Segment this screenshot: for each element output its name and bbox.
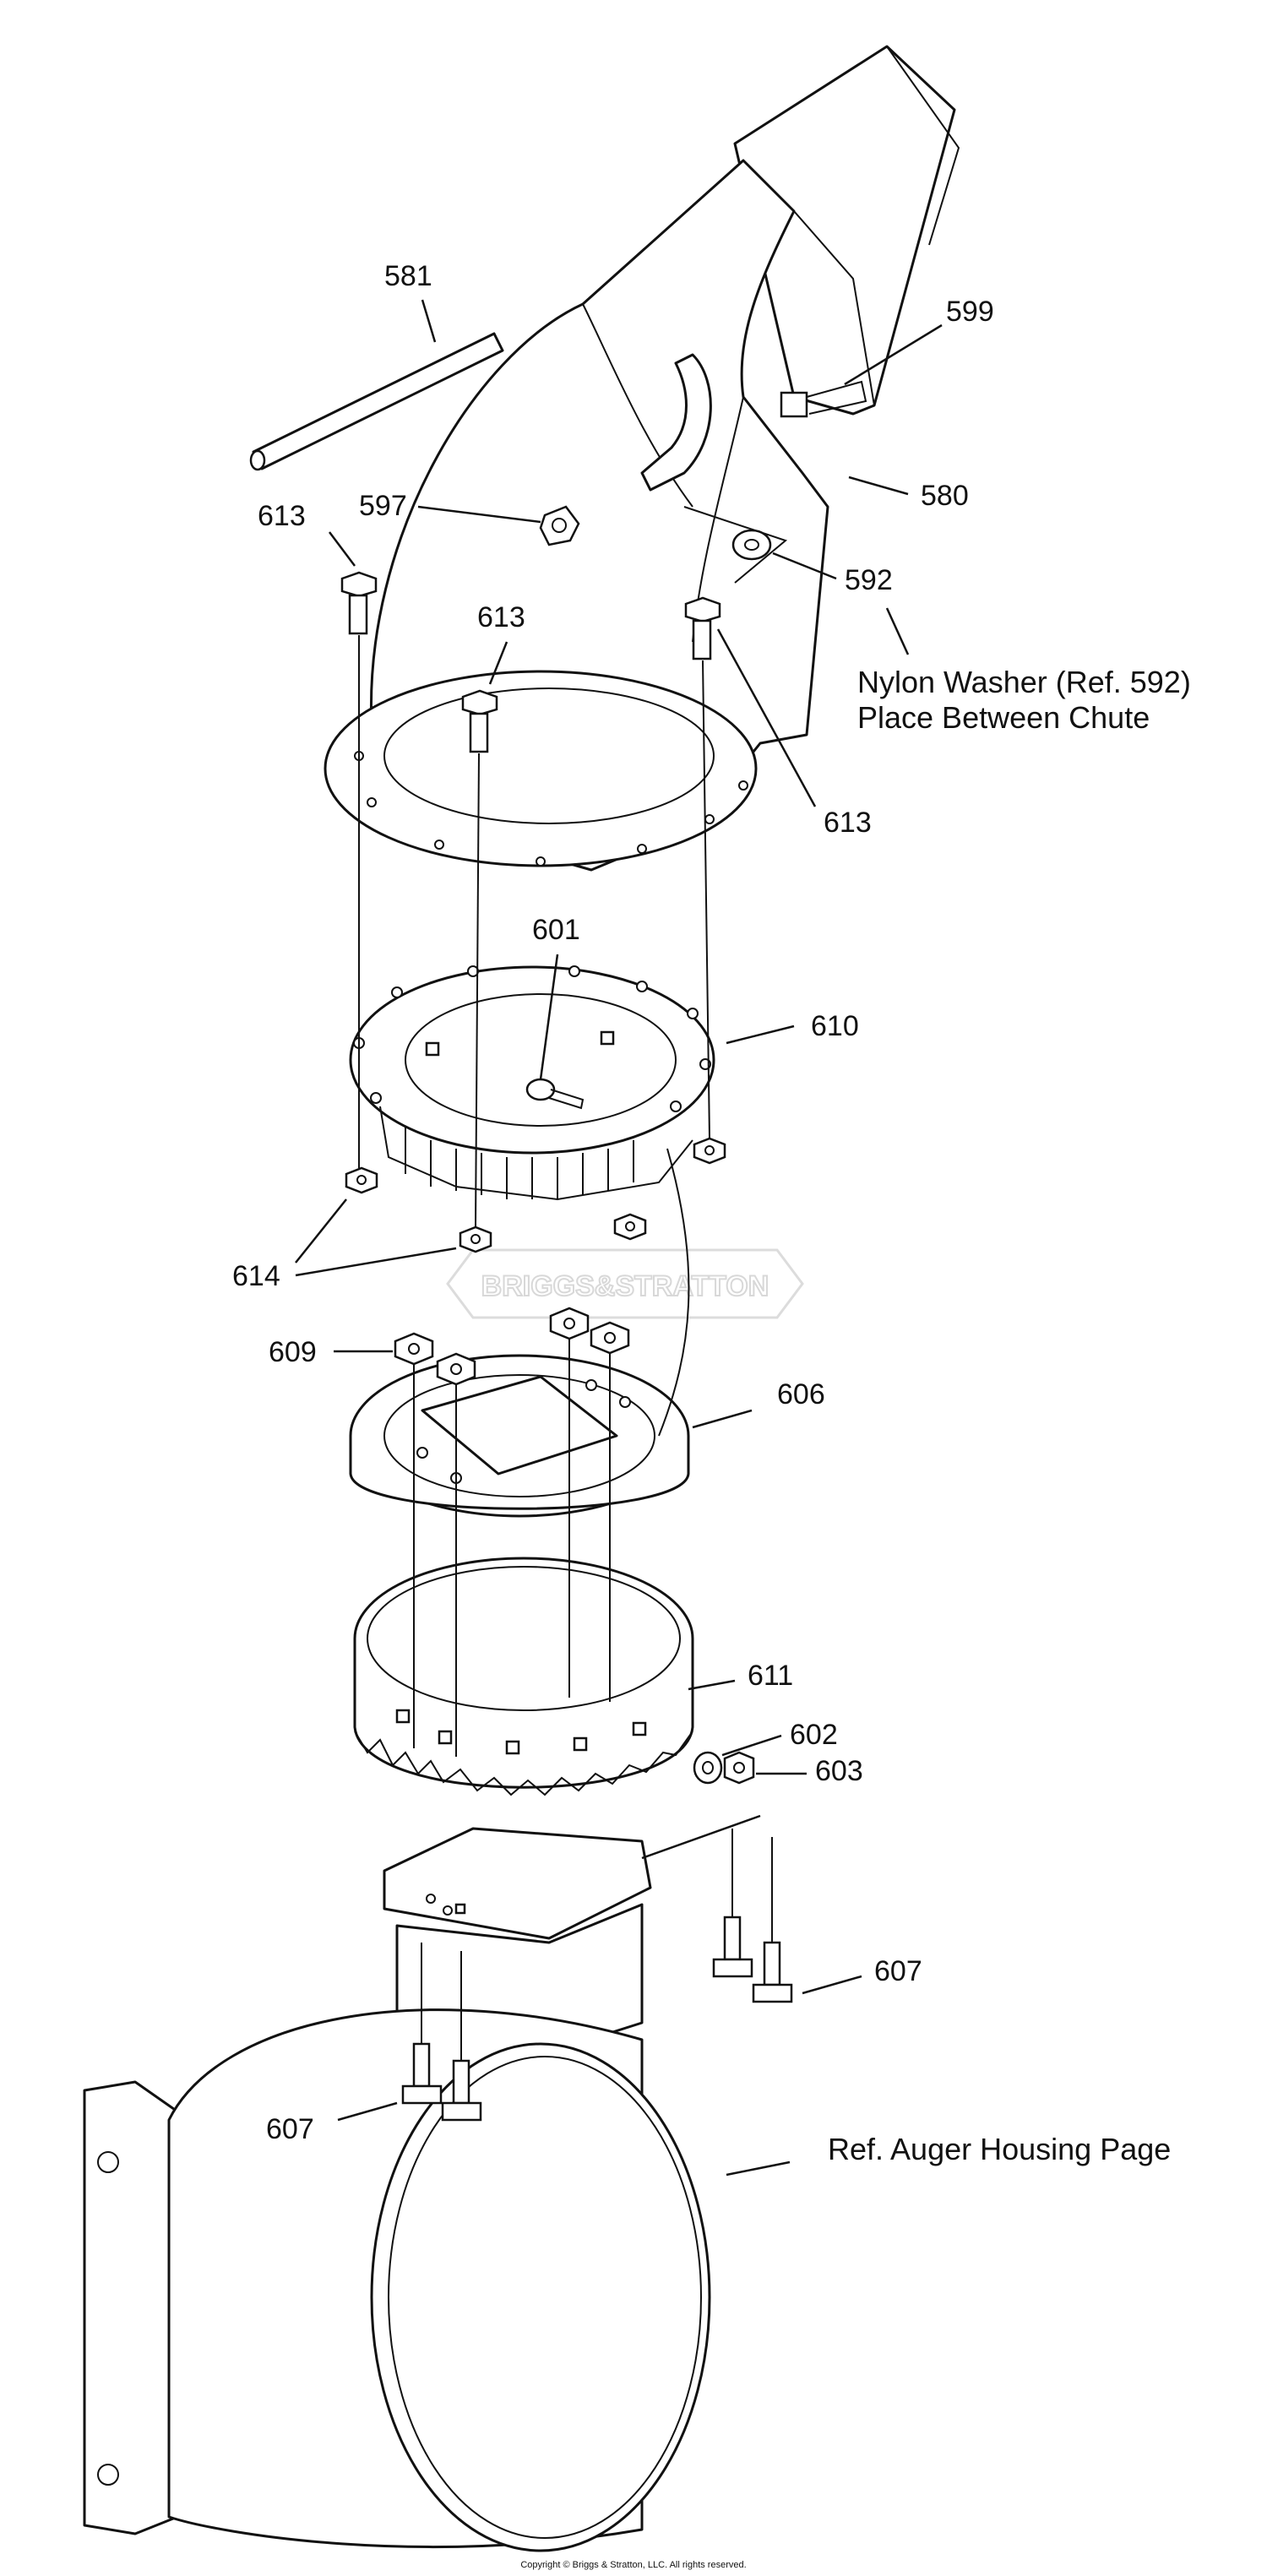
control-rod xyxy=(249,332,504,471)
label-610: 610 xyxy=(811,1010,859,1042)
label-613-center: 613 xyxy=(477,601,525,633)
alignment-lines xyxy=(358,635,773,2061)
chute-base-flange xyxy=(324,670,758,867)
nut-609-b xyxy=(436,1352,476,1386)
label-614: 614 xyxy=(232,1260,280,1292)
gear-ring xyxy=(353,1557,694,1796)
bolt-607-d xyxy=(441,2059,482,2122)
nut-603 xyxy=(723,1751,755,1785)
leader-lines xyxy=(295,299,943,2177)
label-580: 580 xyxy=(921,480,969,512)
label-609: 609 xyxy=(269,1336,317,1368)
label-613-right: 613 xyxy=(824,807,872,839)
label-611: 611 xyxy=(748,1660,793,1692)
nylon-washer-592 xyxy=(683,506,788,584)
bolt-613-center xyxy=(461,689,498,753)
label-601: 601 xyxy=(532,914,580,946)
nut-609-c xyxy=(549,1307,590,1340)
label-581: 581 xyxy=(384,260,432,292)
watermark-text: BRIGGS&STRATTON xyxy=(481,1270,769,1302)
note-nylon-washer-line1: Nylon Washer (Ref. 592) xyxy=(857,665,1191,699)
part-labels: 581 599 580 597 613 613 613 592 601 610 … xyxy=(232,260,994,2145)
chute-collar xyxy=(349,1354,690,1518)
note-nylon-washer-line2: Place Between Chute xyxy=(857,700,1150,735)
bolt-607-a xyxy=(712,1916,753,1978)
nut-614-a xyxy=(345,1166,378,1194)
nut-609-d xyxy=(590,1321,630,1355)
chute-bolt xyxy=(780,380,867,418)
note-auger-housing-ref: Ref. Auger Housing Page xyxy=(828,2132,1171,2166)
nut-609-a xyxy=(394,1332,434,1366)
washer-602 xyxy=(693,1751,723,1785)
label-613-left: 613 xyxy=(258,500,306,532)
label-607-right: 607 xyxy=(874,1955,922,1987)
label-603: 603 xyxy=(815,1755,863,1787)
bolt-607-b xyxy=(752,1941,793,2003)
bolt-607-c xyxy=(401,2042,443,2105)
copyright-footer: Copyright © Briggs & Stratton, LLC. All … xyxy=(520,2560,746,2570)
label-606: 606 xyxy=(777,1378,825,1410)
label-607-left: 607 xyxy=(266,2113,314,2145)
nut-614-d xyxy=(693,1137,726,1165)
label-592: 592 xyxy=(845,564,893,596)
bolt-613-right xyxy=(684,596,721,660)
label-597: 597 xyxy=(359,490,407,522)
nut-614-b xyxy=(459,1226,492,1253)
auger-housing-tube xyxy=(83,2008,711,2552)
nut-614-c xyxy=(613,1213,647,1241)
chute-nut-597 xyxy=(539,505,580,546)
label-599: 599 xyxy=(946,296,994,328)
brand-watermark: BRIGGS&STRATTON xyxy=(446,1248,804,1319)
label-602: 602 xyxy=(790,1719,838,1751)
bolt-613-left xyxy=(340,571,378,635)
notes: Nylon Washer (Ref. 592) Place Between Ch… xyxy=(828,665,1191,2166)
